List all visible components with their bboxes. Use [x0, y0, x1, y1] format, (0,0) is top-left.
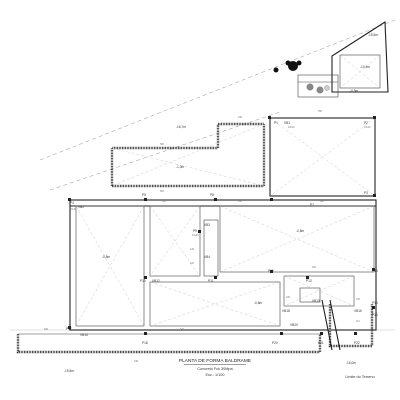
upper-room	[269, 117, 376, 197]
plan-title: PLANTA DE FORMA BALDRAME	[179, 358, 251, 364]
dimension-label: 240	[238, 116, 243, 119]
dimension-label: 500	[160, 190, 165, 193]
slope-line-upper	[39, 19, 396, 161]
planter-icon	[306, 83, 330, 94]
beam-label: VB3	[204, 223, 210, 227]
beam-label: VB20	[290, 323, 298, 327]
pillar-label: P3	[364, 191, 368, 195]
dimension-label: 180	[312, 266, 317, 269]
stair-detail	[321, 299, 341, 351]
dimension-label: 120	[356, 298, 361, 301]
dimension-label: 180	[286, 296, 291, 299]
dimension-label: 350	[162, 200, 167, 203]
pillar-label: P21	[318, 341, 324, 345]
section-label: 12x40	[192, 234, 199, 237]
level-labels: -15,5m -10,4m -16,7m -1,0m -0,8m -0,8m -…	[64, 33, 378, 373]
slope-line-lower	[49, 111, 281, 191]
dimension-label: 542	[180, 328, 185, 331]
pillar-label: P4	[70, 201, 74, 205]
beam-label: VB1	[284, 121, 290, 125]
level-label: -0,8m	[296, 229, 304, 233]
tree-icon	[273, 60, 302, 73]
pillars	[68, 116, 376, 335]
pillar-label: P13	[306, 279, 312, 283]
section-labels: 18x40 16x40 12x40 20x40	[70, 126, 371, 237]
level-label: -16,0m	[346, 361, 356, 365]
dimension-label: 500	[160, 143, 165, 146]
dimension-label: 348	[134, 360, 139, 363]
section-label: 18x40	[288, 126, 295, 129]
beam-label: VB13	[312, 299, 320, 303]
scale-label: Esc.: 1/100	[206, 373, 225, 377]
section-label: 16x40	[364, 126, 371, 129]
beam-label: VB4	[204, 255, 210, 259]
level-label: -0,8m	[102, 255, 110, 259]
pillar-label: P17	[66, 327, 72, 331]
pillar-label: P9	[193, 229, 197, 233]
beam-label: VB16	[354, 309, 362, 313]
dimension-label: 120	[190, 262, 195, 265]
pillar-label: P1	[274, 121, 278, 125]
level-label: -1,0m	[176, 165, 184, 169]
terrace-block	[297, 21, 389, 98]
concrete-spec: Concreto Fck 30Mpa	[197, 367, 233, 371]
pillar-label: P10	[140, 279, 146, 283]
beam-label: VB18	[282, 309, 290, 313]
dimension-label: 480	[44, 328, 49, 331]
pillar-label: P11	[208, 279, 214, 283]
lower-foundation	[16, 304, 374, 354]
dimension-label: 128	[190, 248, 195, 251]
beam-label: VB2	[78, 205, 84, 209]
pillar-label: P12	[268, 269, 274, 273]
pillar-label: P22	[354, 341, 360, 345]
pillar-label: P18	[142, 341, 148, 345]
level-label: -0,8m	[350, 89, 358, 93]
level-label: -10,4m	[360, 65, 370, 69]
dimension-label: 350	[318, 110, 323, 113]
dimension-label: 340	[238, 200, 243, 203]
beam-label: VB12	[152, 279, 160, 283]
pillar-labels: P1 P2 P3 P4 P5 P7 P8 P9 P10 P11 P12 P13 …	[66, 121, 378, 345]
dimension-labels: 240 350 500 500 348 340 380 350 128 120 …	[44, 110, 361, 363]
boundary-label: Limite do Terreno	[345, 375, 374, 379]
title-block: PLANTA DE FORMA BALDRAME Concreto Fck 30…	[179, 358, 251, 377]
dimension-label: 110	[356, 320, 360, 323]
level-label: -15,5m	[64, 369, 74, 373]
dimension-label: 380	[320, 200, 325, 203]
pillar-label: P16	[372, 313, 378, 317]
level-label: -15,5m	[368, 33, 378, 37]
pillar-label: P7	[310, 203, 314, 207]
pillar-label: P8	[210, 193, 214, 197]
beam-labels: VB1 VB2 VB3 VB4 VB12 VB13 VB15 VB16 VB18…	[78, 121, 362, 337]
pillar-label: P20	[272, 341, 278, 345]
pillar-label: P15	[372, 301, 378, 305]
upper-wing-foundation	[110, 122, 266, 188]
beam-label: VB15	[80, 333, 88, 337]
section-label: 20x40	[70, 208, 77, 211]
pillar-label: P2	[364, 121, 368, 125]
level-label: -16,7m	[176, 125, 186, 129]
pillar-label: P5	[142, 193, 146, 197]
pillar-label: P14	[372, 269, 378, 273]
main-body	[69, 199, 377, 331]
level-label: -0,8m	[254, 301, 262, 305]
